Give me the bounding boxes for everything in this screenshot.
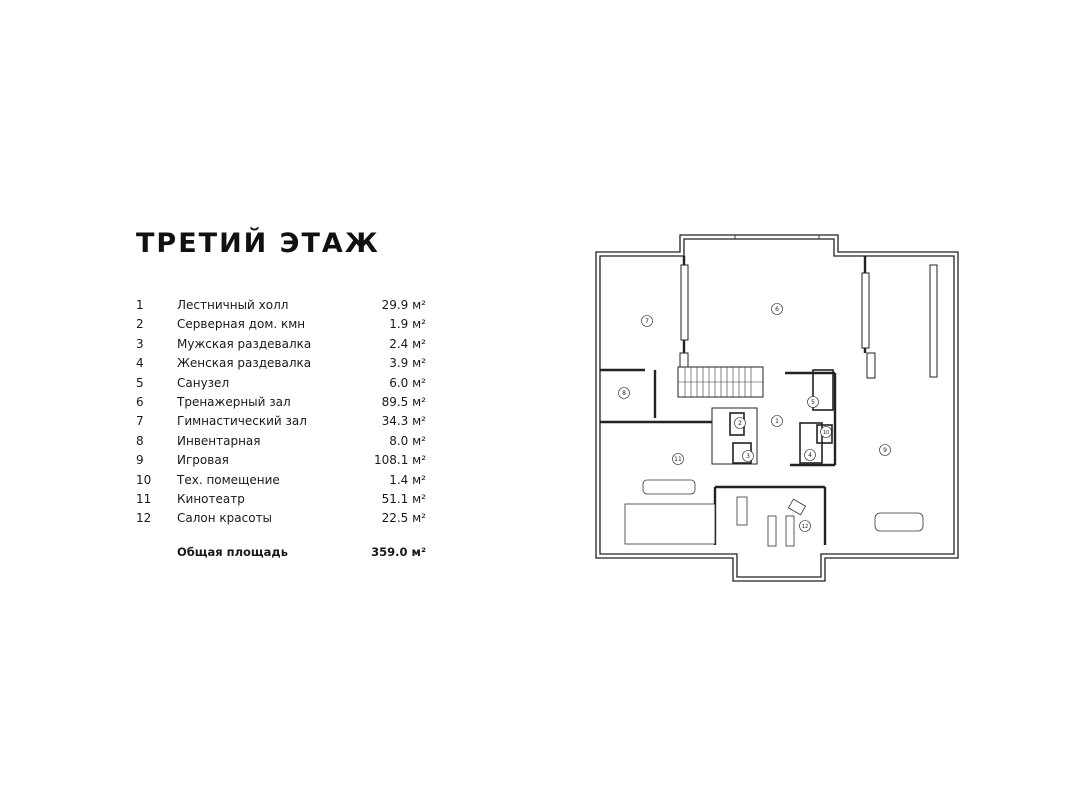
room-name: Салон красоты (177, 511, 273, 526)
legend-row: 5 Санузел 6.0 м² (136, 374, 426, 393)
room-name: Кинотеатр (177, 491, 245, 506)
room-area: 22.5 м² (381, 511, 426, 526)
legend-row: 7 Гимнастический зал 34.3 м² (136, 412, 426, 431)
svg-text:3: 3 (746, 453, 750, 460)
room-number: 9 (136, 453, 144, 468)
svg-text:6: 6 (775, 306, 779, 313)
room-number: 4 (136, 356, 144, 371)
legend-row: 11 Кинотеатр 51.1 м² (136, 490, 426, 509)
sofa-icon (642, 479, 696, 495)
legend-row: 4 Женская раздевалка 3.9 м² (136, 354, 426, 373)
room-name: Тех. помещение (177, 472, 280, 487)
room-number: 3 (136, 336, 144, 351)
legend-row: 3 Мужская раздевалка 2.4 м² (136, 335, 426, 354)
room-number: 10 (136, 472, 152, 487)
room-number: 12 (136, 511, 152, 526)
svg-text:9: 9 (883, 447, 887, 454)
room-area: 89.5 м² (381, 394, 426, 409)
outer-wall (595, 234, 959, 582)
room-area: 108.1 м² (373, 453, 426, 468)
room-marker-4: 4 (804, 449, 816, 461)
room-number: 6 (136, 394, 144, 409)
legend-row: 10 Тех. помещение 1.4 м² (136, 471, 426, 490)
room-marker-7: 7 (641, 315, 653, 327)
total-row: Общая площадь 359.0 м² (136, 543, 426, 562)
room-name: Санузел (177, 375, 230, 390)
room-area: 1.9 м² (389, 317, 426, 332)
room-area: 3.9 м² (389, 356, 426, 371)
svg-text:2: 2 (738, 420, 742, 427)
floor-plan: 1 2 3 4 5 6 7 8 9 10 11 12 (595, 234, 959, 582)
room-area: 34.3 м² (381, 414, 426, 429)
room-legend: 1 Лестничный холл 29.9 м² 2 Серверная дом. … (136, 296, 426, 562)
room-marker-8: 8 (618, 387, 630, 399)
svg-text:11: 11 (674, 456, 682, 463)
room-marker-1: 1 (771, 415, 783, 427)
room-area: 1.4 м² (389, 472, 426, 487)
legend-row: 8 Инвентарная 8.0 м² (136, 432, 426, 451)
room-marker-6: 6 (771, 303, 783, 315)
svg-text:8: 8 (622, 390, 626, 397)
room-marker-11: 11 (672, 453, 684, 465)
room-number: 1 (136, 298, 144, 312)
svg-text:7: 7 (645, 318, 649, 325)
room-area: 6.0 м² (389, 375, 426, 390)
page-title: ТРЕТИЙ ЭТАЖ (136, 228, 380, 259)
svg-text:10: 10 (823, 430, 829, 436)
total-label: Общая площадь (177, 544, 288, 559)
total-area: 359.0 м² (371, 544, 426, 559)
room-area: 8.0 м² (389, 433, 426, 448)
room-marker-3: 3 (742, 450, 754, 462)
room-marker-10: 10 (820, 426, 832, 438)
room-marker-12: 12 (799, 520, 811, 532)
room-marker-5: 5 (807, 396, 819, 408)
svg-text:5: 5 (811, 399, 815, 406)
room-number: 7 (136, 414, 144, 429)
room-number: 5 (136, 375, 144, 390)
legend-row: 1 Лестничный холл 29.9 м² (136, 296, 426, 315)
room-name: Тренажерный зал (177, 394, 291, 409)
room-number: 11 (136, 491, 152, 506)
room-marker-2: 2 (734, 417, 746, 429)
room-area: 51.1 м² (381, 491, 426, 506)
room-marker-9: 9 (879, 444, 891, 456)
legend-row: 2 Серверная дом. кмн 1.9 м² (136, 315, 426, 334)
sofa-icon (874, 512, 924, 532)
room-number: 8 (136, 433, 144, 448)
room-name: Серверная дом. кмн (177, 317, 306, 332)
room-name: Лестничный холл (177, 298, 289, 312)
legend-row: 9 Игровая 108.1 м² (136, 451, 426, 470)
svg-text:12: 12 (802, 524, 808, 530)
room-name: Игровая (177, 453, 229, 468)
room-number: 2 (136, 317, 144, 332)
cinema-screen-block (624, 503, 716, 545)
svg-text:4: 4 (808, 452, 812, 459)
room-area: 29.9 м² (381, 298, 426, 312)
room-name: Женская раздевалка (177, 356, 312, 371)
room-name: Гимнастический зал (177, 414, 307, 429)
room-name: Мужская раздевалка (177, 336, 312, 351)
room-name: Инвентарная (177, 433, 261, 448)
inner-wall (599, 238, 955, 578)
legend-row: 6 Тренажерный зал 89.5 м² (136, 393, 426, 412)
room-area: 2.4 м² (389, 336, 426, 351)
legend-row: 12 Салон красоты 22.5 м² (136, 509, 426, 528)
svg-text:1: 1 (775, 418, 779, 425)
